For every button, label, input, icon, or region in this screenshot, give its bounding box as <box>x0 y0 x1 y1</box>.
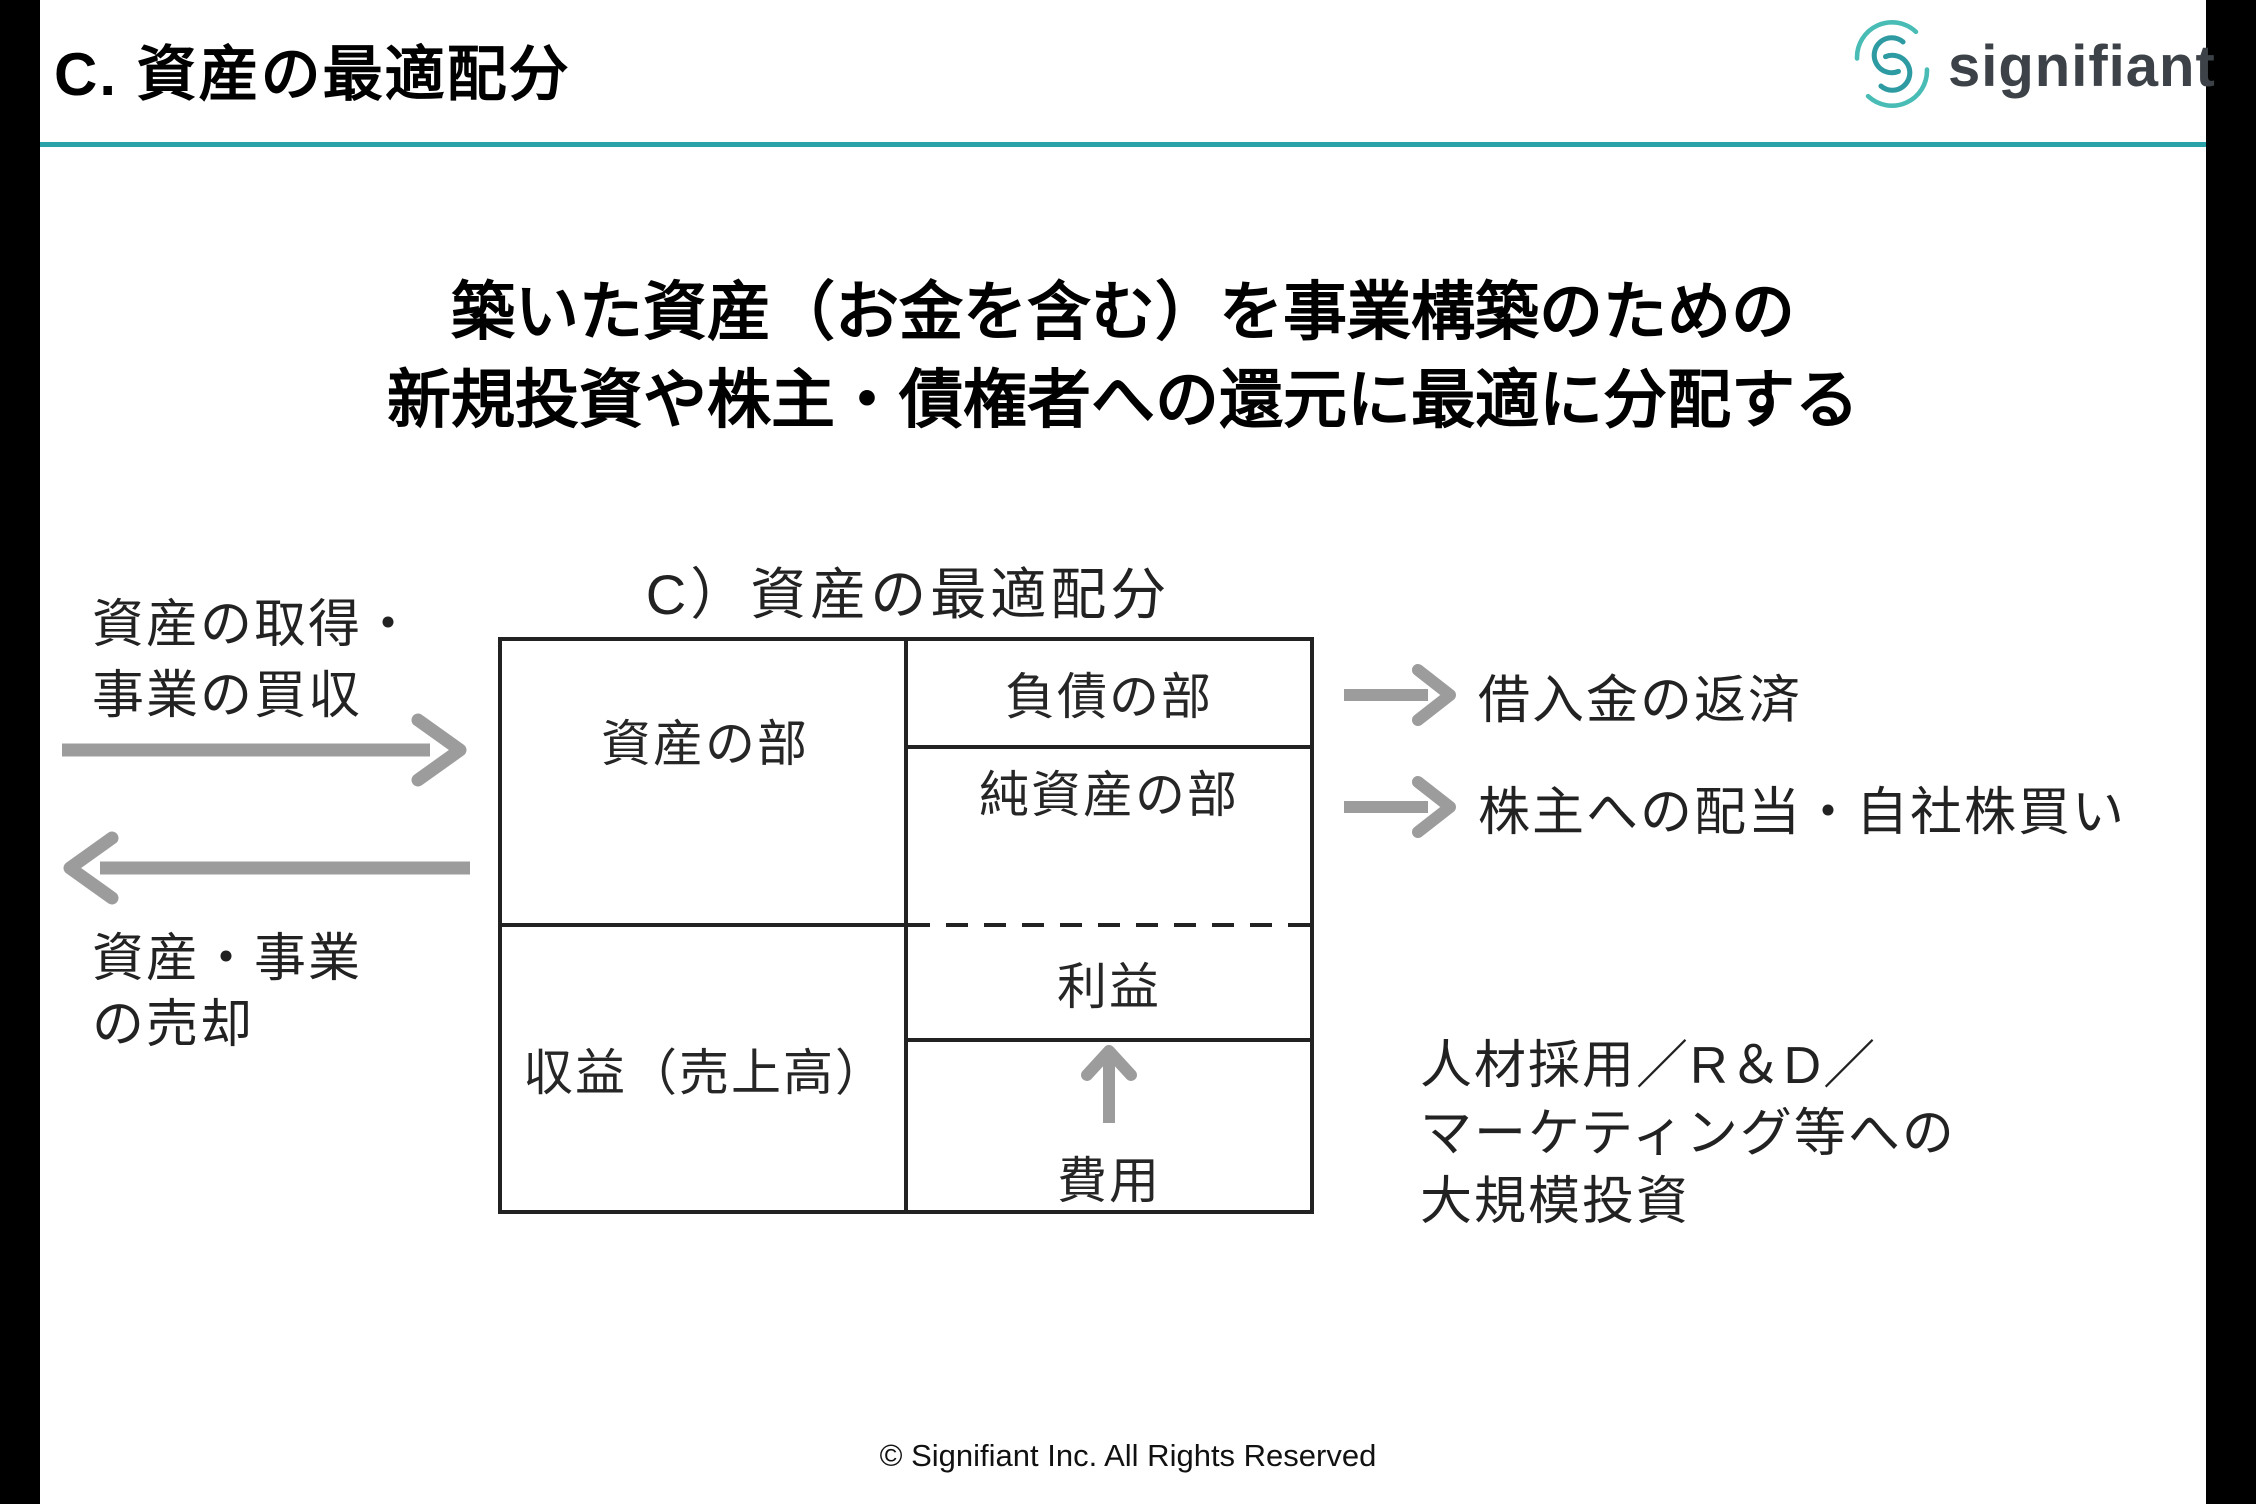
slide-title: C. 資産の最適配分 <box>54 41 571 108</box>
signifiant-logo: signifiant <box>1846 18 2216 115</box>
right-edge-band <box>2206 0 2256 1504</box>
footer-copyright: © Signifiant Inc. All Rights Reserved <box>879 1438 1377 1473</box>
sale-label-line1: 資産・事業 <box>92 930 363 988</box>
acquisition-label-line2: 事業の買収 <box>92 667 363 725</box>
debt-repayment-arrow-icon <box>1344 660 1462 735</box>
cell-revenue: 収益（売上高） <box>523 1044 887 1101</box>
signifiant-swirl-icon <box>1846 18 1938 115</box>
acquisition-label: 資産の取得・ 事業の買収 <box>92 590 416 732</box>
cell-expenses-label: 費用 <box>1057 1153 1161 1209</box>
cell-profit: 利益 <box>1057 958 1161 1015</box>
liabilities-divider-line <box>908 745 1310 749</box>
logo-wordmark: signifiant <box>1948 34 2216 99</box>
acquisition-arrow-icon <box>60 712 472 793</box>
assets-revenue-divider-line <box>502 923 908 927</box>
lead-heading: 築いた資産（お金を含む）を事業構築のための 新規投資や株主・債権者への還元に最適… <box>40 268 2206 444</box>
debt-repayment-label: 借入金の返済 <box>1478 671 1803 730</box>
lead-line-1: 築いた資産（お金を含む）を事業構築のための <box>451 276 1795 348</box>
title-divider <box>40 142 2206 147</box>
diagram-title: C）資産の最適配分 <box>645 563 1171 626</box>
cell-net-assets: 純資産の部 <box>979 767 1239 823</box>
profit-expenses-divider-line <box>908 1038 1310 1042</box>
investment-label: 人材採用／R＆D／ マーケティング等への 大規模投資 <box>1420 1032 1956 1236</box>
investment-label-line1: 人材採用／R＆D／ <box>1420 1037 1878 1095</box>
lead-line-2: 新規投資や株主・債権者への還元に最適に分配する <box>387 364 1859 436</box>
dividend-arrow-icon <box>1344 772 1462 847</box>
expense-to-profit-arrow-icon <box>1077 1039 1141 1137</box>
left-edge-band <box>0 0 40 1504</box>
dividend-buyback-label: 株主への配当・自社株買い <box>1478 783 2127 842</box>
cell-assets: 資産の部 <box>601 716 809 772</box>
sale-label-line2: の売却 <box>92 996 255 1054</box>
investment-label-line2: マーケティング等への <box>1420 1105 1956 1163</box>
balance-sheet-box: 資産の部 収益（売上高） 負債の部 純資産の部 利益 費用 <box>498 637 1314 1214</box>
net-assets-profit-dashed-line <box>908 923 1310 927</box>
cell-liabilities: 負債の部 <box>1005 669 1213 725</box>
sale-arrow-icon <box>56 830 472 911</box>
sale-label: 資産・事業 の売却 <box>92 926 362 1058</box>
cell-expenses: 費用 <box>908 1042 1310 1210</box>
acquisition-label-line1: 資産の取得・ <box>92 596 417 654</box>
investment-label-line3: 大規模投資 <box>1420 1173 1691 1231</box>
